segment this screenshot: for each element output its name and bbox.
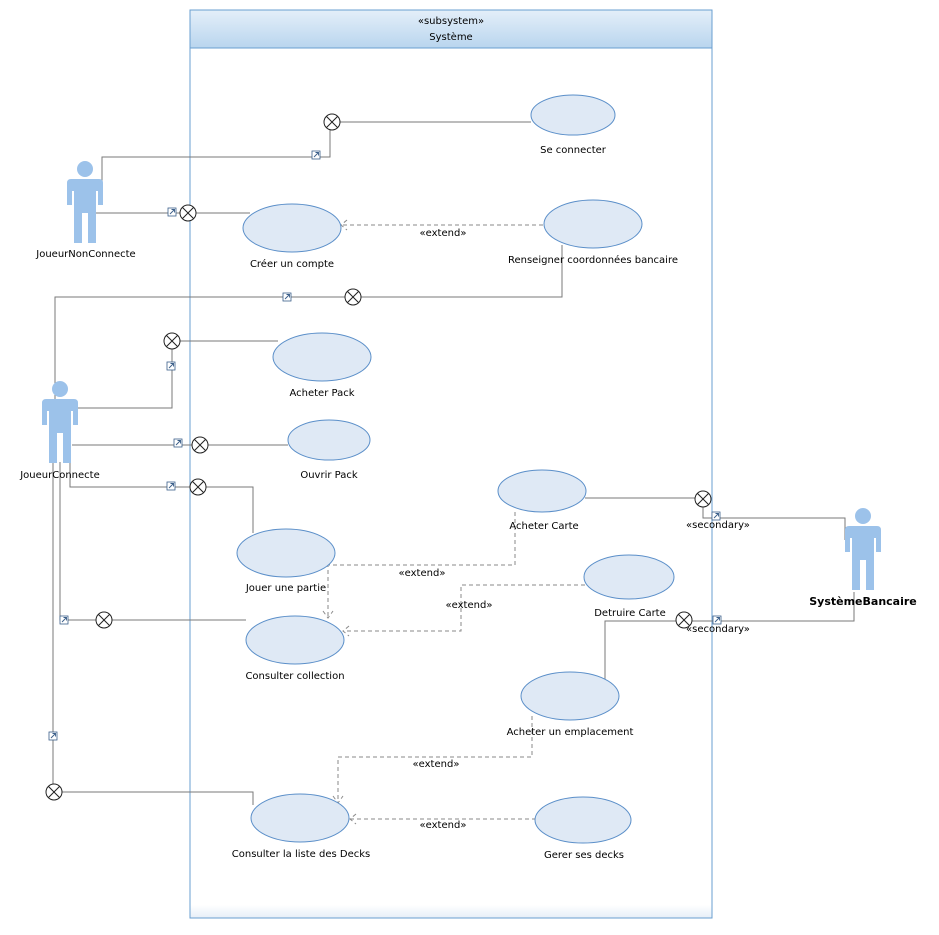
association-lines <box>52 121 855 805</box>
use-case-label: Consulter collection <box>245 671 344 682</box>
use-case-label: Acheter Pack <box>289 388 354 399</box>
use-case-consulter-collection[interactable]: Consulter collection <box>245 615 345 682</box>
extend-label: «extend» <box>413 759 460 770</box>
use-case-label: Renseigner coordonnées bancaire <box>508 254 678 266</box>
use-case-acheter-carte[interactable]: Acheter Carte <box>497 469 587 532</box>
use-case-acheter-emplacement[interactable]: Acheter un emplacement <box>507 671 634 738</box>
navigability-arrow-icon <box>166 481 176 491</box>
use-case-consulter-decks[interactable]: Consulter la liste des Decks <box>232 793 370 860</box>
actor-label: JoueurNonConnecte <box>35 249 135 260</box>
actor-systeme-bancaire[interactable]: SystèmeBancaire <box>809 508 917 608</box>
association-end-icon <box>675 611 693 629</box>
use-case-ouvrir-pack[interactable]: Ouvrir Pack <box>287 419 371 481</box>
association-end-markers <box>45 113 712 801</box>
actor-label: SystèmeBancaire <box>809 595 917 608</box>
use-case-label: Acheter un emplacement <box>507 727 634 738</box>
association-end-icon <box>95 611 113 629</box>
use-case-label: Créer un compte <box>250 258 334 270</box>
navigability-arrow-icon <box>712 615 722 625</box>
actor-joueur-connecte[interactable]: JoueurConnecte <box>19 381 100 481</box>
association-end-icon <box>189 478 207 496</box>
navigability-arrow-icon <box>59 615 69 625</box>
extend-label: «extend» <box>446 600 493 611</box>
association-end-icon <box>45 783 63 801</box>
extend-label: «extend» <box>399 568 446 579</box>
use-case-se-connecter[interactable]: Se connecter <box>530 94 616 156</box>
actor-figure-icon <box>845 508 881 590</box>
navigability-arrow-icon <box>173 438 183 448</box>
use-case-label: Se connecter <box>540 145 607 156</box>
actor-figure-icon <box>67 161 103 243</box>
use-case-label: Consulter la liste des Decks <box>232 849 370 860</box>
use-case-renseigner-coordonnees[interactable]: Renseigner coordonnées bancaire <box>508 199 678 266</box>
association-end-icon <box>344 288 362 306</box>
use-case-jouer-partie[interactable]: Jouer une partie <box>236 528 336 594</box>
subsystem-frame[interactable]: «subsystem» Système <box>189 9 713 919</box>
association-end-icon <box>323 113 341 131</box>
use-case-label: Ouvrir Pack <box>300 470 358 481</box>
actor-figure-icon <box>42 381 78 463</box>
use-case-label: Gerer ses decks <box>544 850 624 861</box>
relation-labels: «extend» «extend» «extend» «extend» «ext… <box>399 228 750 831</box>
navigability-arrow-icon <box>282 292 292 302</box>
use-case-acheter-pack[interactable]: Acheter Pack <box>272 332 372 399</box>
navigability-arrow-icon <box>48 731 58 741</box>
use-case-label: Acheter Carte <box>509 521 578 532</box>
secondary-label: «secondary» <box>686 520 750 531</box>
association-end-icon <box>694 490 712 508</box>
use-case-label: Jouer une partie <box>245 583 326 594</box>
subsystem-stereotype: «subsystem» <box>418 16 484 27</box>
navigability-arrow-icon <box>711 511 721 521</box>
navigability-arrow-icon <box>167 207 177 217</box>
use-case-detruire-carte[interactable]: Detruire Carte <box>583 554 675 619</box>
extend-label: «extend» <box>420 228 467 239</box>
association-end-icon <box>163 332 181 350</box>
navigability-arrow-icon <box>311 150 321 160</box>
navigability-markers <box>48 150 722 741</box>
association-end-icon <box>179 204 197 222</box>
use-case-creer-compte[interactable]: Créer un compte <box>242 203 342 270</box>
navigability-arrow-icon <box>166 361 176 371</box>
use-case-gerer-decks[interactable]: Gerer ses decks <box>534 796 632 861</box>
association-end-icon <box>191 436 209 454</box>
use-case-label: Detruire Carte <box>594 608 666 619</box>
actor-label: JoueurConnecte <box>19 470 100 481</box>
subsystem-title: Système <box>429 31 472 43</box>
secondary-label: «secondary» <box>686 624 750 635</box>
extend-label: «extend» <box>420 820 467 831</box>
actor-joueur-non-connecte[interactable]: JoueurNonConnecte <box>35 161 136 260</box>
